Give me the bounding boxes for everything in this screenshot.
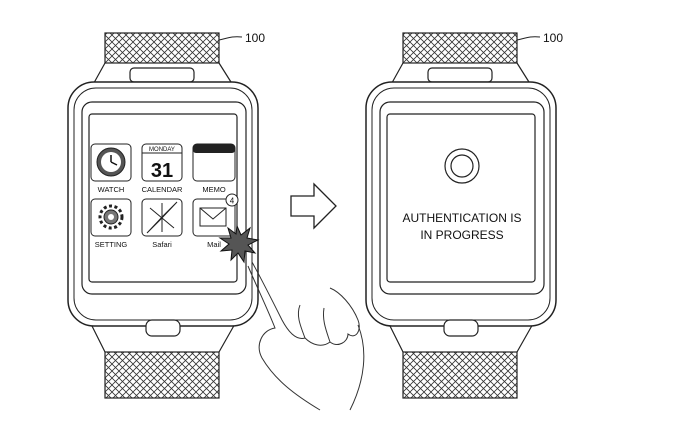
fingerprint-icon[interactable] [444,148,480,184]
reference-label: 100 [543,31,563,45]
app-mail[interactable]: 4 Mail [192,193,239,249]
app-watch[interactable]: WATCH [90,143,132,194]
right-watch: 100 AUTHENTICATION IS IN PROGRESS [365,31,563,399]
touch-burst-icon [218,224,260,264]
compass-icon [146,201,178,234]
app-memo[interactable]: MEMO [192,143,236,194]
app-label: SETTING [95,240,128,249]
app-label: Mail [207,240,221,249]
notification-badge [225,193,239,207]
transition-arrow-icon [290,182,337,230]
clock-icon [96,147,126,177]
app-setting[interactable]: SETTING [90,198,132,249]
memo-icon [193,144,235,153]
badge-count: 4 [230,197,235,206]
mail-icon [199,207,227,227]
left-watch: 100 WATCH MONDAY 31 CALENDAR MEMO [67,31,365,411]
app-label: CALENDAR [142,185,183,194]
gear-icon [98,204,124,230]
calendar-date: 31 [151,160,173,182]
calendar-day: MONDAY [149,147,175,153]
app-label: MEMO [202,185,225,194]
app-safari[interactable]: Safari [141,198,183,249]
leader-line [218,36,243,41]
app-calendar[interactable]: MONDAY 31 CALENDAR [141,143,183,194]
leader-line [516,36,541,41]
reference-label: 100 [245,31,265,45]
app-label: WATCH [98,185,125,194]
auth-message-line2: IN PROGRESS [420,228,503,242]
app-label: Safari [152,240,172,249]
hand-icon [247,261,365,411]
auth-message-line1: AUTHENTICATION IS [402,211,521,225]
